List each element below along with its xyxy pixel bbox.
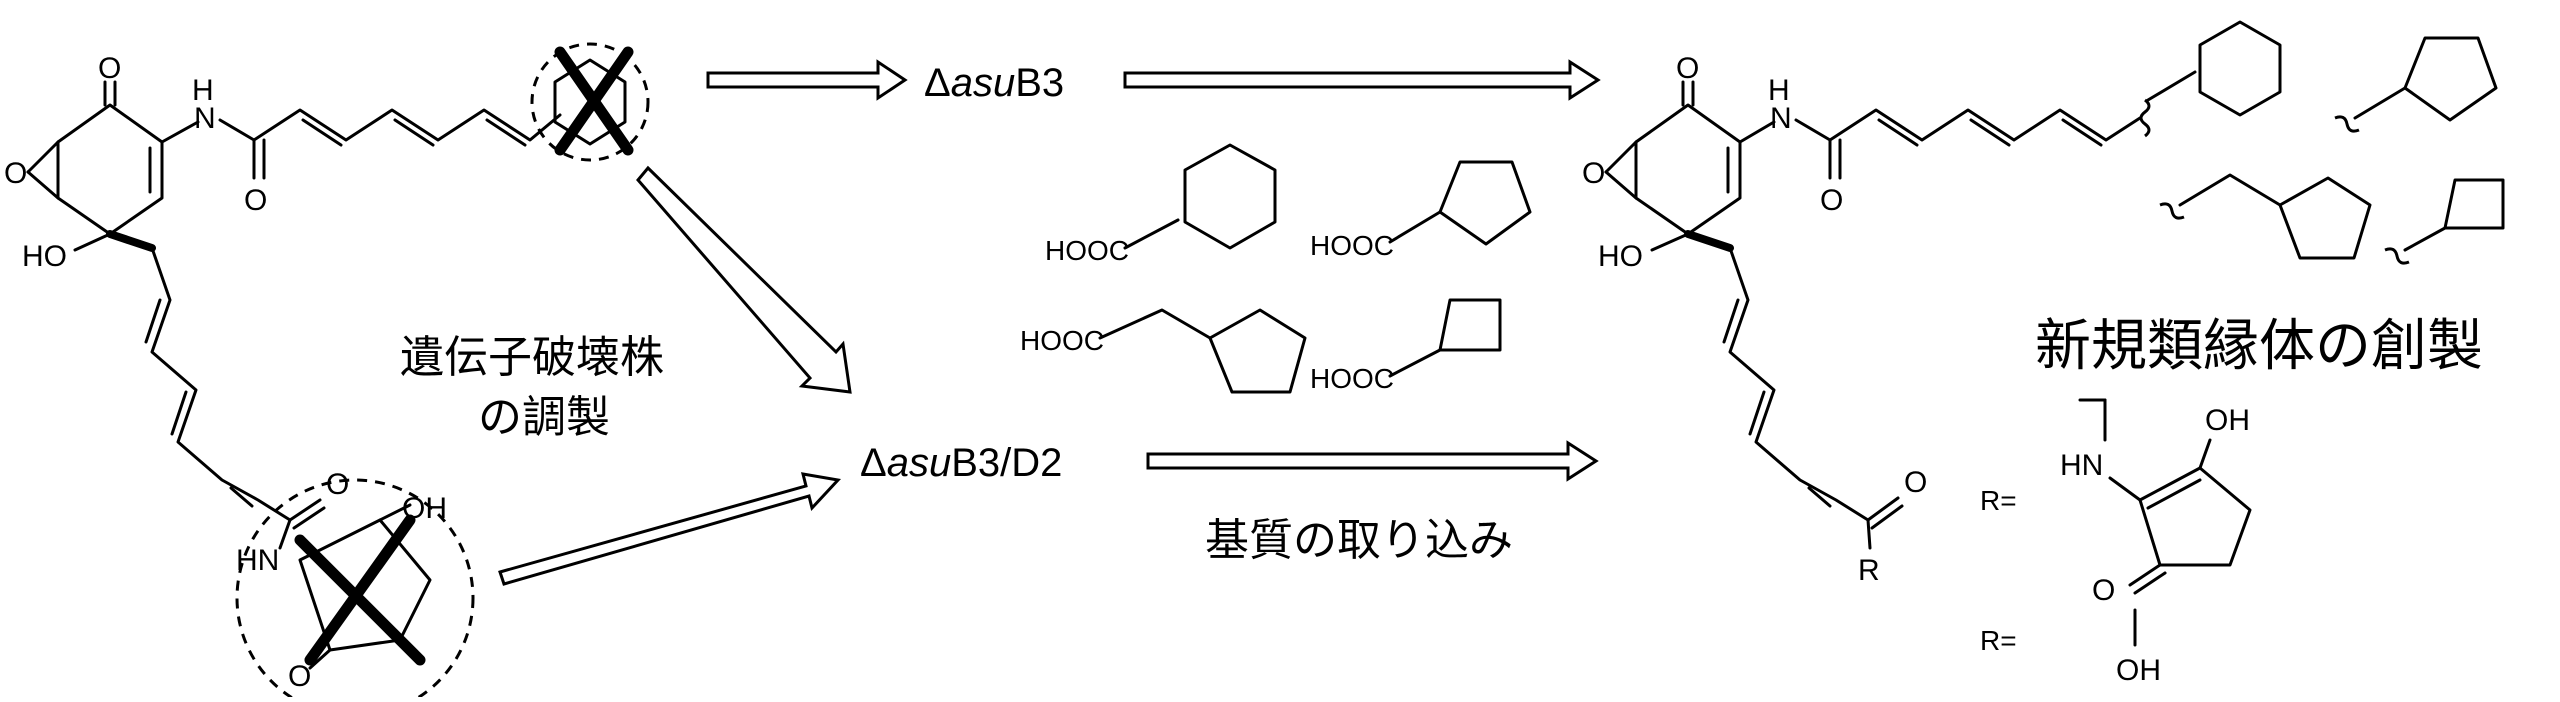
epoxide-oxygen: O <box>4 157 27 190</box>
r-group-option-2: R= OH <box>1980 608 2161 687</box>
r1-oh: OH <box>2205 404 2250 437</box>
product-hydroxyl: HO <box>1598 240 1643 273</box>
crossed-o: O <box>288 660 311 693</box>
product-epoxide-o: O <box>1582 157 1605 190</box>
amide-n: N <box>194 102 216 135</box>
substrate-hooc-1: HOOC <box>1045 235 1129 266</box>
substrate-hooc-3: HOOC <box>1020 325 1104 356</box>
r1-o: O <box>2092 574 2115 607</box>
r2-oh: OH <box>2116 654 2161 687</box>
arrow-to-mutant1 <box>706 59 908 101</box>
substrate-cyclobutanecarboxylic: HOOC <box>1310 298 1502 394</box>
product-lower-carbonyl-o: O <box>1904 466 1927 499</box>
analog-cyclohexyl <box>2146 20 2282 117</box>
r-equals-2: R= <box>1980 625 2017 656</box>
amide-carbonyl-o: O <box>244 184 267 217</box>
r1-hn: HN <box>2060 449 2103 482</box>
amide-h: H <box>192 74 214 107</box>
lower-carbonyl-o: O <box>326 468 349 501</box>
substrate-hooc-4: HOOC <box>1310 363 1394 394</box>
analog-cyclopentylmethyl <box>2159 173 2372 260</box>
arrow-mutant2-to-product <box>1146 440 1599 482</box>
lower-amide-hn: HN <box>236 544 279 577</box>
carbonyl-oxygen: O <box>98 52 121 85</box>
r-group-option-1: R= HN OH O <box>1980 398 2252 607</box>
parent-compound: O O HO H N O O <box>4 42 650 702</box>
r-equals-1: R= <box>1980 485 2017 516</box>
hydroxyl-label: HO <box>22 240 67 273</box>
product-amide-carbonyl-o: O <box>1820 184 1843 217</box>
arrow-crossed-to-mutant2 <box>498 472 841 586</box>
substrate-cyclopentanecarboxylic: HOOC <box>1310 160 1532 261</box>
substrate-cyclohexanecarboxylic: HOOC <box>1045 143 1277 266</box>
product-carbonyl-o: O <box>1676 52 1699 85</box>
substrate-uptake-label: 基質の取り込み <box>1205 515 1513 566</box>
mutant2-label: ΔasuB3/D2 <box>860 441 1062 485</box>
strain-preparation-line2: の調製 <box>478 392 610 443</box>
arrow-diagonal-to-mutant2 <box>636 165 852 394</box>
new-analogs-label: 新規類縁体の創製 <box>2035 314 2483 379</box>
analog-cyclobutyl <box>2384 178 2505 265</box>
substrate-hooc-2: HOOC <box>1310 230 1394 261</box>
product-amide-n: N <box>1770 102 1792 135</box>
analog-cyclopentyl <box>2334 36 2498 133</box>
strain-preparation-line1: 遺伝子破壊株 <box>400 332 664 383</box>
product-compound: O O HO H N O O R <box>1582 52 2151 587</box>
mutant1-label: ΔasuB3 <box>924 61 1064 105</box>
product-amide-h: H <box>1768 74 1790 107</box>
substrate-cyclopentylacetic: HOOC <box>1020 308 1307 394</box>
product-r-label: R <box>1858 554 1880 587</box>
arrow-mutant1-to-product <box>1123 59 1601 101</box>
